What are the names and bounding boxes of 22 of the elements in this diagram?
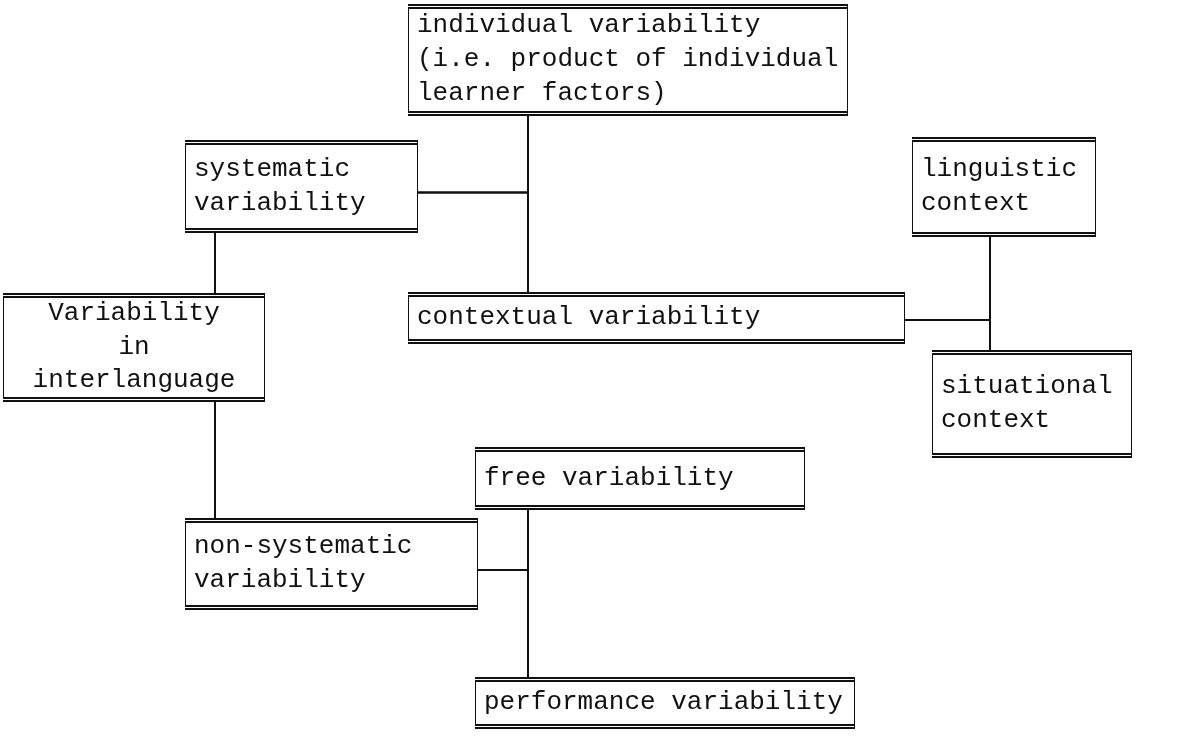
- concept-box: [185, 140, 418, 233]
- concept-label: non-systematic variability: [194, 530, 413, 597]
- concept-label: contextual variability: [417, 301, 761, 335]
- connector-line: [417, 191, 529, 293]
- connector-line: [214, 232, 216, 294]
- connector-line: [904, 319, 991, 351]
- concept-box: [475, 447, 805, 510]
- concept-label: free variability: [484, 461, 734, 495]
- concept-box: [912, 137, 1096, 237]
- concept-label: individual variability (i.e. product of individual learner factors): [417, 9, 839, 110]
- concept-box: [408, 292, 905, 344]
- concept-label: performance variability: [484, 686, 843, 720]
- connector-line: [214, 401, 216, 519]
- concept-label: linguistic context: [921, 153, 1077, 220]
- concept-box: [185, 518, 478, 610]
- connector-line: [477, 569, 529, 678]
- concept-box: [475, 677, 855, 729]
- concept-box: [932, 350, 1132, 458]
- concept-label: situational context: [941, 370, 1113, 437]
- concept-label: Variability in interlanguage: [32, 296, 236, 398]
- concept-label: systematic variability: [194, 152, 366, 220]
- concept-box: [3, 293, 265, 402]
